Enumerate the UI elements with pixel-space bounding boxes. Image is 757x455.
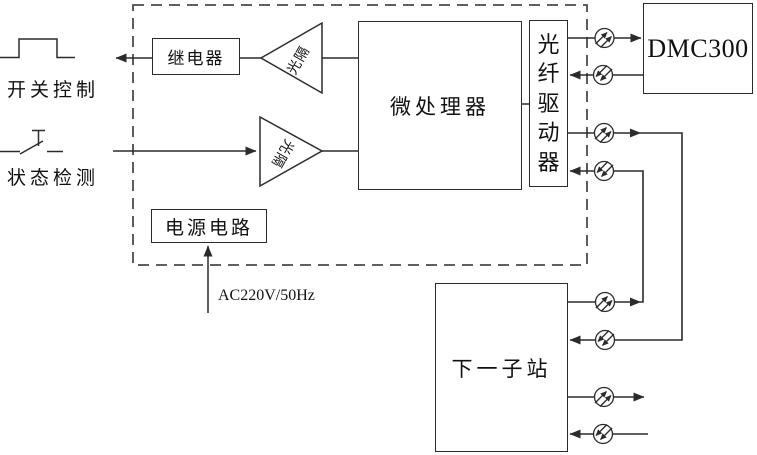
status-detect-label: 状态检测 — [7, 168, 100, 189]
fiber-port-symbols — [592, 27, 616, 445]
relay-block: 继电器 — [152, 38, 240, 75]
ac-supply-label: AC220V/50Hz — [218, 287, 315, 304]
opto-isolator-top-triangle — [259, 21, 323, 95]
relay-label: 继电器 — [167, 49, 225, 68]
substation-dashed-enclosure — [132, 4, 588, 266]
next-substation-block: 下一子站 — [435, 283, 568, 452]
fiber-port-tx-icon — [593, 386, 615, 408]
fiber-driver-label: 光纤驱动器 — [537, 31, 560, 175]
fiber-port-tx-icon — [594, 27, 615, 49]
mid-arrowhead — [630, 297, 641, 307]
power-circuit-label: 电源电路 — [164, 217, 253, 239]
fiber-wire-substation-to-driver — [568, 166, 644, 303]
fiber-port-tx-icon — [593, 122, 615, 144]
fiber-port-tx-icon — [594, 291, 616, 313]
dmc300-block: DMC300 — [643, 3, 753, 94]
opto-isolator-bottom-triangle — [259, 115, 324, 188]
fiber-wire-driver-to-substation — [568, 132, 683, 345]
pulse-waveform-icon — [0, 38, 75, 59]
next-substation-label: 下一子站 — [451, 356, 552, 381]
power-circuit-block: 电源电路 — [151, 209, 267, 243]
fiber-port-rx-icon — [594, 329, 616, 351]
switch-control-label: 开关控制 — [7, 80, 100, 101]
fiber-driver-block: 光纤驱动器 — [529, 20, 568, 187]
fiber-port-rx-icon — [592, 64, 614, 86]
mid-arrowhead — [630, 128, 641, 138]
fiber-port-rx-icon — [593, 160, 615, 182]
microprocessor-block: 微处理器 — [358, 21, 522, 190]
dmc300-label: DMC300 — [647, 33, 749, 63]
fiber-port-rx-icon — [592, 423, 614, 445]
microprocessor-label: 微处理器 — [390, 94, 490, 119]
switch-contact-icon — [0, 129, 63, 155]
